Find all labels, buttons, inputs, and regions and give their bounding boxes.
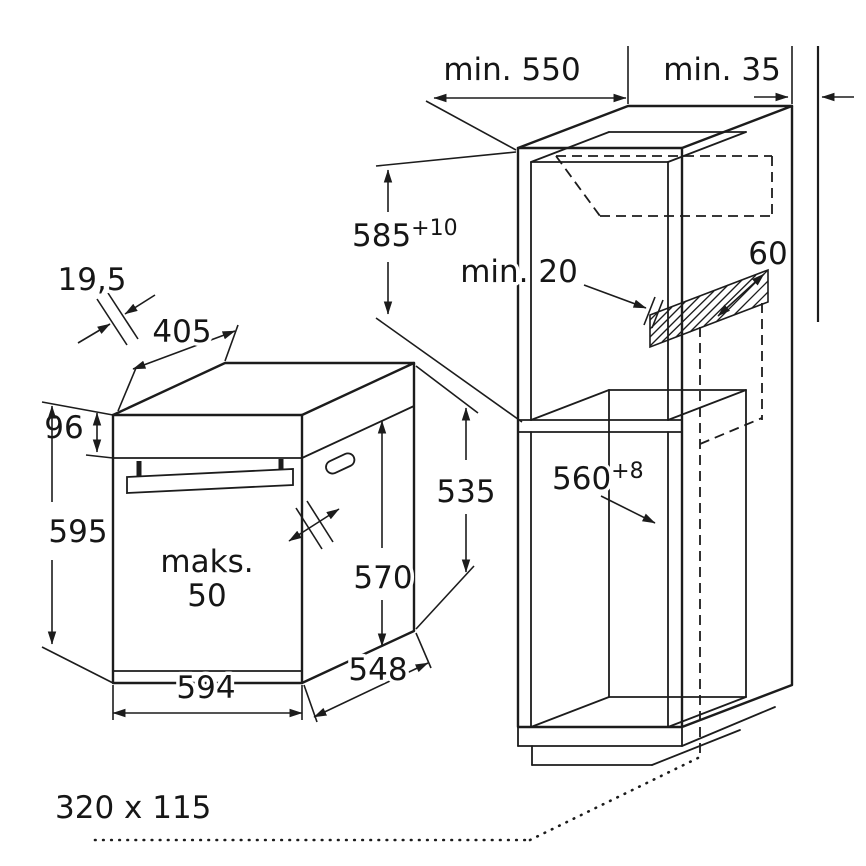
dim-rear-panel-gap: min. 20 bbox=[457, 251, 664, 329]
dim-label-side-height: 535 bbox=[436, 474, 495, 510]
oven-side-face bbox=[300, 361, 416, 685]
label-plinth-cutout: 320 x 115 bbox=[55, 790, 211, 826]
oven-top-face bbox=[111, 361, 416, 417]
oven-drawing bbox=[111, 361, 416, 685]
oven-side-grip bbox=[325, 452, 356, 475]
dim-label-vent-depth: 60 bbox=[748, 236, 787, 272]
dim-body-height: 570 bbox=[350, 420, 416, 647]
oven-handle bbox=[126, 468, 294, 494]
dim-label-rear-panel-gap: min. 20 bbox=[460, 254, 578, 290]
dim-oven-width: 594 bbox=[112, 667, 303, 720]
cabinet-drawing bbox=[516, 104, 794, 766]
dim-label-panel-height: 96 bbox=[44, 410, 83, 446]
dim-label-handle-max: maks. bbox=[160, 544, 253, 580]
dim-label-handle-value: 50 bbox=[187, 578, 226, 614]
dim-label-oven-depth: 548 bbox=[348, 652, 407, 688]
cabinet-front-face bbox=[516, 146, 684, 729]
dim-label-niche-width: 560+8 bbox=[552, 459, 644, 497]
cabinet-top-face bbox=[516, 104, 794, 150]
dim-panel-height: 96 bbox=[41, 407, 114, 459]
dim-oven-height: 595 bbox=[41, 401, 114, 684]
dim-cabinet-depth: min. 550 bbox=[425, 46, 629, 151]
dim-handle-protrusion: maks. 50 bbox=[157, 500, 340, 618]
dim-vent-depth: 60 bbox=[717, 233, 791, 317]
dim-wall-gap: min. 35 bbox=[660, 46, 854, 104]
oven-panel-line-side bbox=[301, 405, 415, 459]
dim-front-gap: 19,5 bbox=[54, 259, 156, 346]
dim-top-depth: 405 bbox=[117, 311, 239, 412]
dim-label-niche-height: 585+10 bbox=[352, 216, 458, 254]
dim-label-cabinet-depth: min. 550 bbox=[443, 52, 580, 88]
dim-label-oven-width: 594 bbox=[176, 670, 235, 706]
dim-label-top-depth: 405 bbox=[152, 314, 211, 350]
plinth-vent: 320 x 115 bbox=[52, 755, 702, 842]
dim-label-oven-height: 595 bbox=[48, 514, 107, 550]
cabinet-side-face bbox=[680, 104, 794, 729]
dim-label-front-gap: 19,5 bbox=[57, 262, 126, 298]
dim-oven-depth: 548 bbox=[303, 632, 432, 723]
dim-side-height: 535 bbox=[415, 365, 499, 630]
dim-label-wall-gap: min. 35 bbox=[663, 52, 781, 88]
dim-niche-height: 585+10 bbox=[349, 151, 523, 423]
dim-niche-width: 560+8 bbox=[549, 456, 656, 524]
hidden-edges bbox=[555, 155, 773, 757]
dim-label-body-height: 570 bbox=[353, 560, 412, 596]
